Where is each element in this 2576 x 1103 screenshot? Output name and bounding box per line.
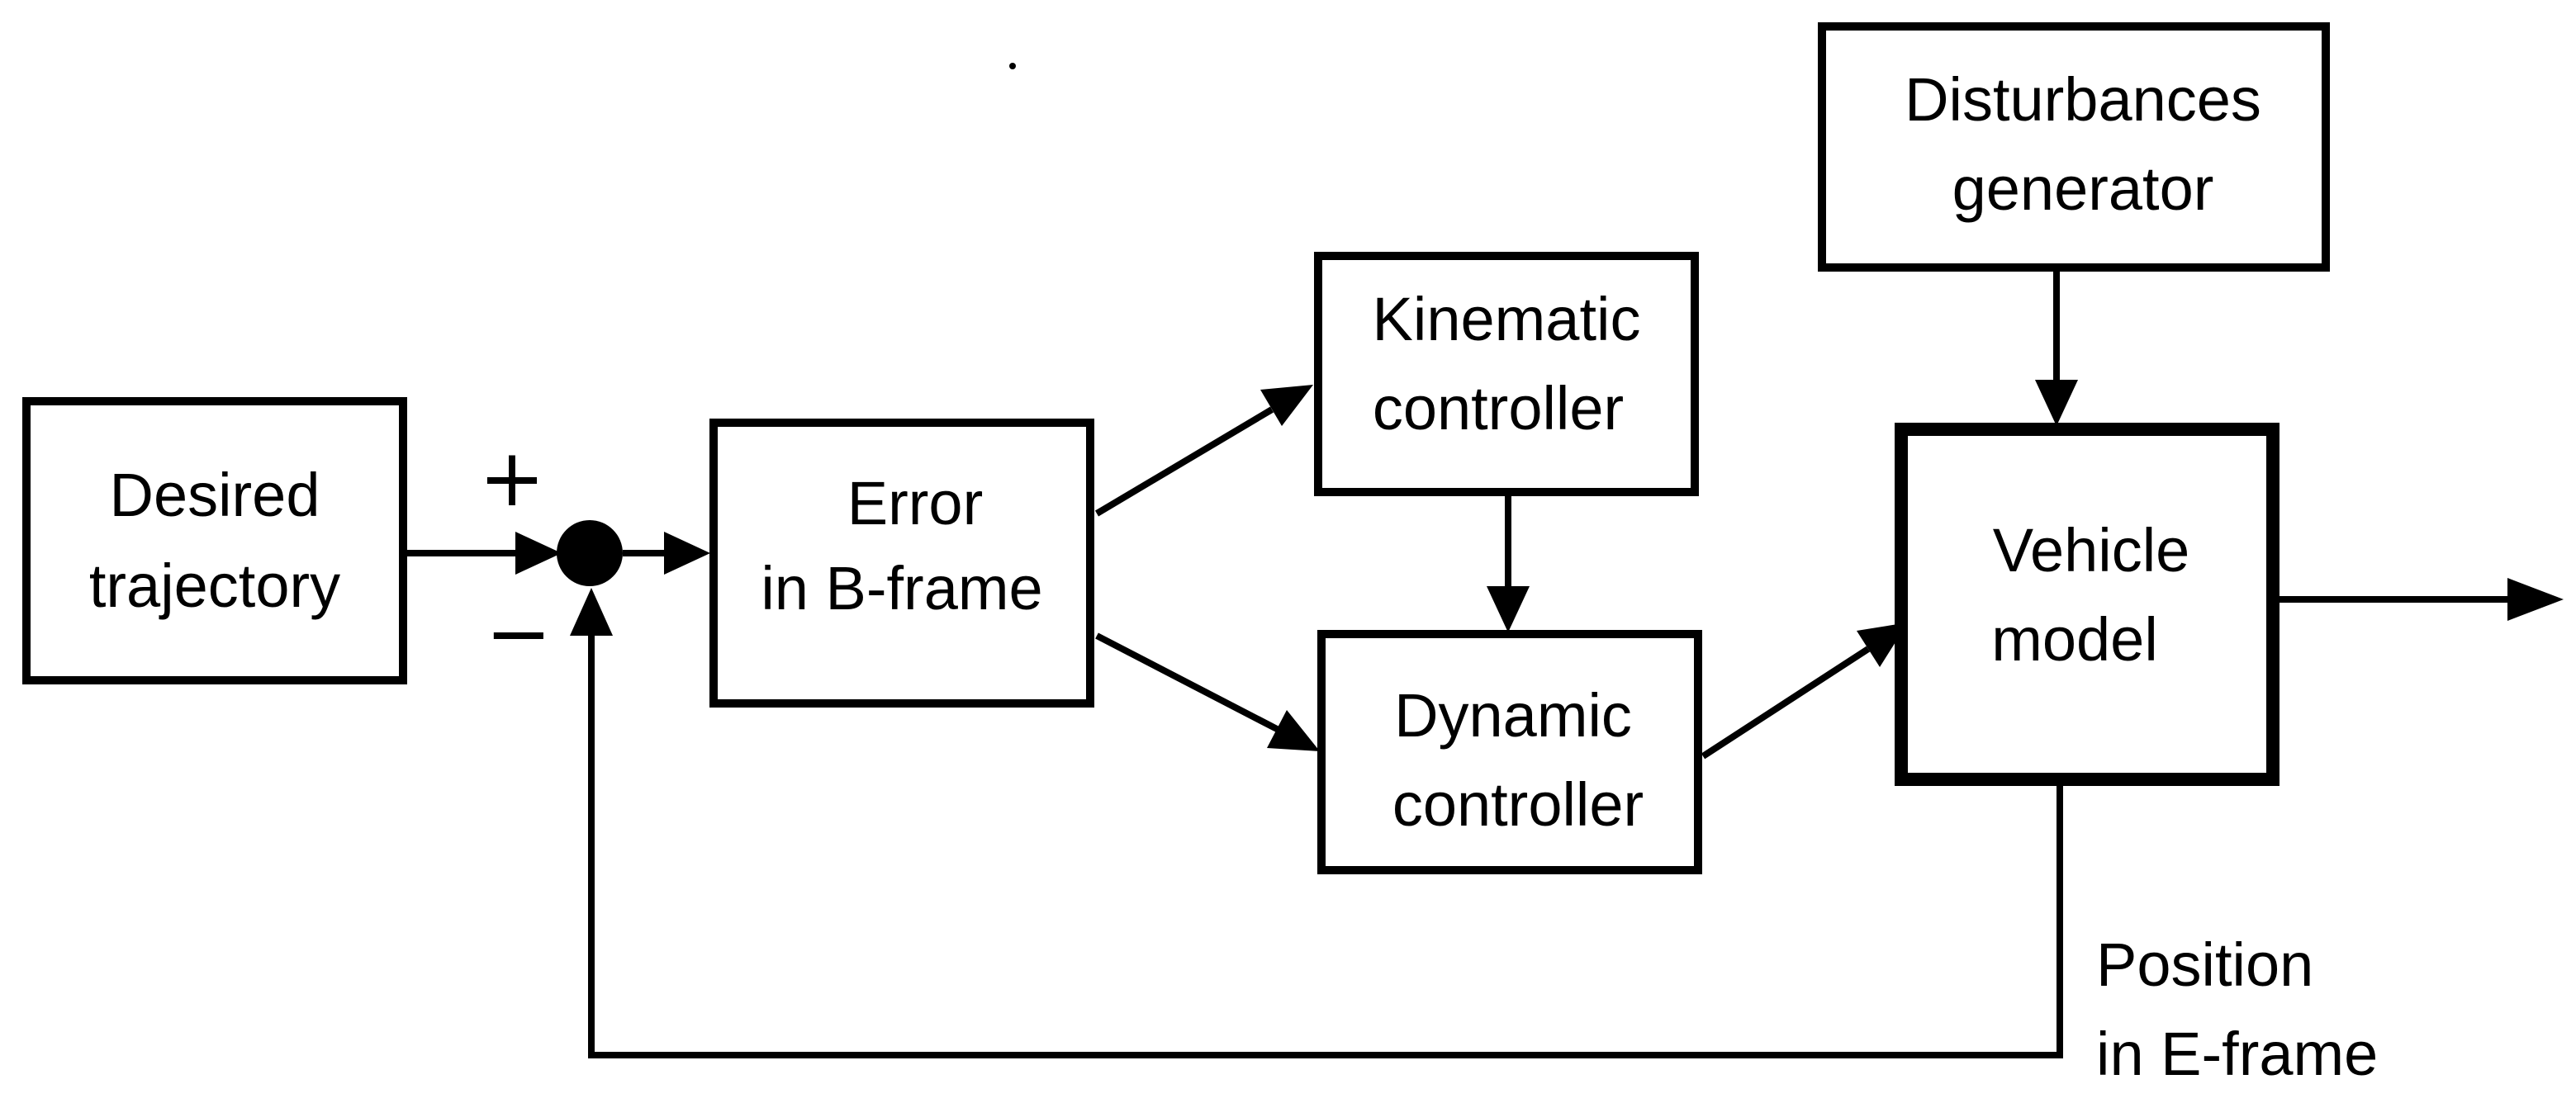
- disturbances-generator-block: Disturbances generator: [1818, 22, 2330, 272]
- feedback-path: [588, 632, 2063, 1058]
- error-label-line2: in B-frame: [761, 554, 1042, 623]
- vehicle-model-block: Vehicle model: [1895, 423, 2279, 786]
- desired-trajectory-block: Desired trajectory: [22, 397, 407, 684]
- disturbances-generator-label-line2: generator: [1952, 154, 2214, 223]
- desired-trajectory-label-line2: trajectory: [89, 552, 340, 620]
- arrow-error-to-dynamic: [1095, 632, 1280, 733]
- dynamic-controller-block: Dynamic controller: [1317, 630, 1702, 874]
- arrowhead-error-to-dynamic: [1267, 710, 1320, 751]
- arrowhead-kinematic-to-dynamic: [1487, 586, 1530, 632]
- arrowhead-error-to-kinematic: [1260, 385, 1313, 426]
- arrowhead-junction-to-error: [664, 532, 710, 575]
- kinematic-controller-label-line1: Kinematic: [1373, 285, 1641, 353]
- arrowhead-feedback: [570, 588, 613, 636]
- kinematic-controller-block: Kinematic controller: [1314, 252, 1699, 496]
- summing-junction: [557, 520, 623, 586]
- feedback-label-line1: Position: [2096, 930, 2313, 999]
- arrowhead-vehicle-output: [2507, 578, 2564, 621]
- arrow-error-to-kinematic: [1094, 406, 1274, 517]
- kinematic-controller-label-line2: controller: [1373, 374, 1624, 443]
- dynamic-controller-label-line1: Dynamic: [1394, 681, 1632, 750]
- vehicle-model-label-line1: Vehicle: [1993, 516, 2190, 585]
- arrowhead-dynamic-to-vehicle: [1857, 623, 1908, 667]
- feedback-label-line2: in E-frame: [2096, 1020, 2378, 1088]
- desired-trajectory-label-line1: Desired: [110, 461, 320, 529]
- minus-sign: −: [486, 587, 552, 679]
- stray-dot: [1009, 63, 1016, 69]
- error-label-line1: Error: [847, 469, 983, 537]
- dynamic-controller-label-line2: controller: [1392, 770, 1644, 839]
- disturbances-generator-label-line1: Disturbances: [1905, 65, 2261, 134]
- arrowhead-disturbances-to-vehicle: [2035, 380, 2078, 426]
- vehicle-model-label-line2: model: [1991, 605, 2158, 674]
- error-block: Error in B-frame: [709, 419, 1094, 708]
- arrow-dynamic-to-vehicle: [1701, 646, 1871, 760]
- arrowhead-desired-to-junction: [515, 532, 562, 575]
- plus-sign: +: [479, 432, 545, 524]
